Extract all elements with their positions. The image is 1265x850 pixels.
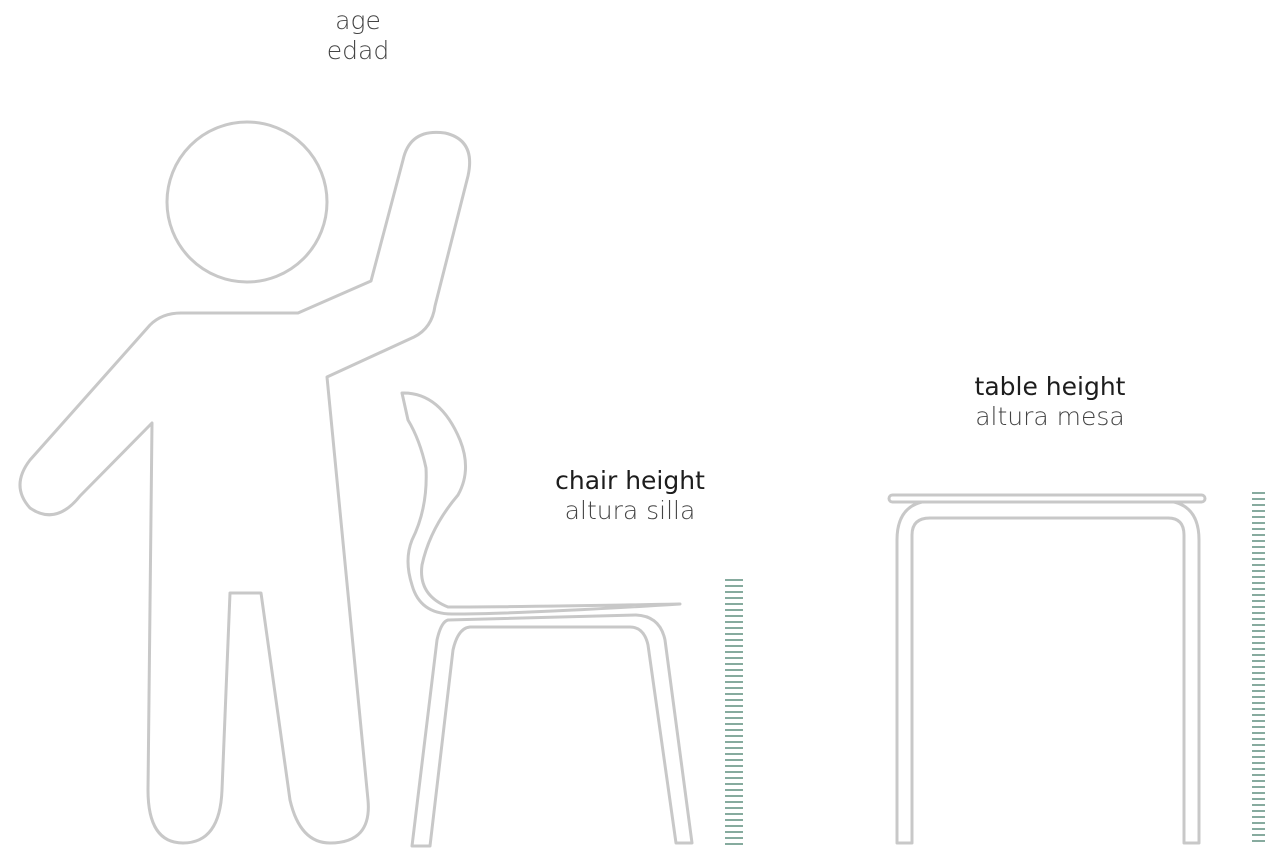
- child-head: [167, 122, 327, 282]
- table-height-label-es: altura mesa: [940, 402, 1160, 432]
- table-top: [889, 495, 1205, 502]
- table-height-ruler: [1252, 493, 1265, 841]
- chair: [402, 393, 692, 846]
- table-height-label-en: table height: [940, 372, 1160, 402]
- table-frame: [897, 502, 1199, 843]
- age-label: age edad: [258, 6, 458, 66]
- chair-height-label: chair height altura silla: [520, 466, 740, 526]
- age-label-es: edad: [258, 36, 458, 66]
- chair-frame: [412, 615, 692, 846]
- chair-height-label-es: altura silla: [520, 496, 740, 526]
- table: [889, 495, 1205, 843]
- table-height-label: table height altura mesa: [940, 372, 1160, 432]
- child-body: [20, 132, 470, 843]
- age-label-en: age: [258, 6, 458, 36]
- child-figure: [20, 122, 470, 843]
- chair-height-ruler: [725, 580, 743, 844]
- chair-height-label-en: chair height: [520, 466, 740, 496]
